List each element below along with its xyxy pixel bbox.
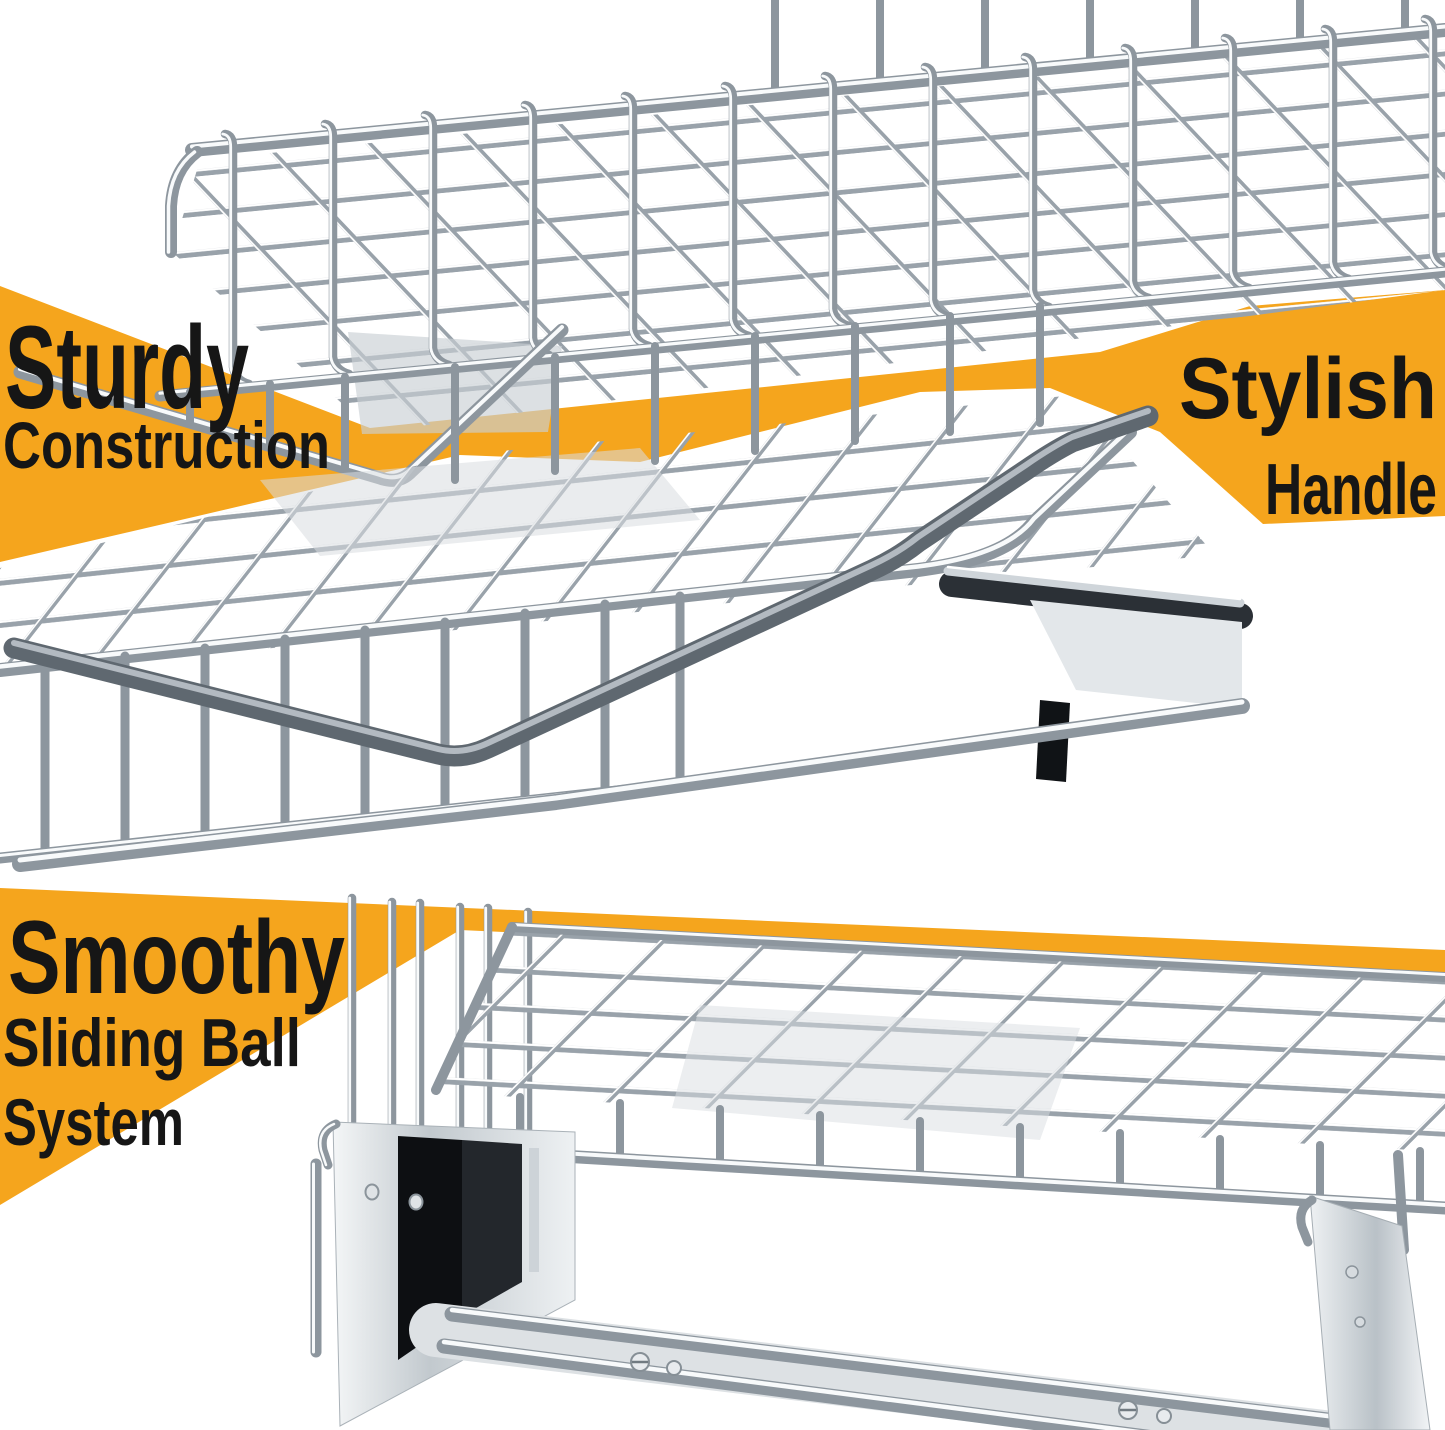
stylish-handle-illustration (3, 405, 1159, 767)
banner-text-smoothy: Smoothy (8, 900, 345, 1016)
top-rim-rail (507, 922, 1445, 982)
mount-bracket-shape (672, 1005, 1080, 1140)
banner-text-sliding-ball: Sliding Ball (3, 1005, 301, 1081)
left-rim-rail (431, 922, 517, 1095)
banner-text-handle: Handle (1265, 450, 1437, 530)
middle-wire-basket-illustration (0, 302, 1253, 872)
screw-hole (1354, 1316, 1366, 1328)
banner-text-system: System (3, 1085, 184, 1159)
screw-head (666, 1360, 682, 1376)
mount-bracket-shape (260, 448, 700, 556)
right-slide-plate (1309, 1195, 1431, 1430)
rail-base-strip (409, 1303, 1358, 1430)
ribbon-top-banner (0, 286, 1445, 562)
screw-head (1156, 1408, 1172, 1424)
sliding-rail-illustration (310, 1119, 1431, 1430)
ribbon-bottom-banner (0, 888, 1445, 1205)
bottom-wire-basket-illustration (350, 898, 1445, 1255)
screw-hole (408, 1193, 424, 1211)
slide-hook-lip (1296, 1195, 1317, 1247)
banner-text-sturdy: Sturdy (5, 302, 249, 434)
rail-tube (444, 1306, 1352, 1430)
screw-hole (364, 1183, 380, 1201)
front-wall-wires (186, 373, 349, 474)
front-rim-rail (0, 425, 1137, 677)
screw-hole (1345, 1265, 1359, 1279)
front-bottom-rail (418, 1141, 1445, 1215)
back-wall-wires (451, 302, 1044, 484)
front-wall-wires (516, 1093, 1424, 1211)
slide-slot (398, 1136, 462, 1360)
drawer-slide-illustration (12, 565, 1253, 872)
back-wall-wires (771, 0, 1409, 98)
banner-text-construction: Construction (3, 408, 330, 482)
floor-front-rail (154, 266, 1445, 402)
banner-text-stylish: Stylish (1179, 341, 1437, 437)
rail-tube (436, 1338, 1151, 1430)
